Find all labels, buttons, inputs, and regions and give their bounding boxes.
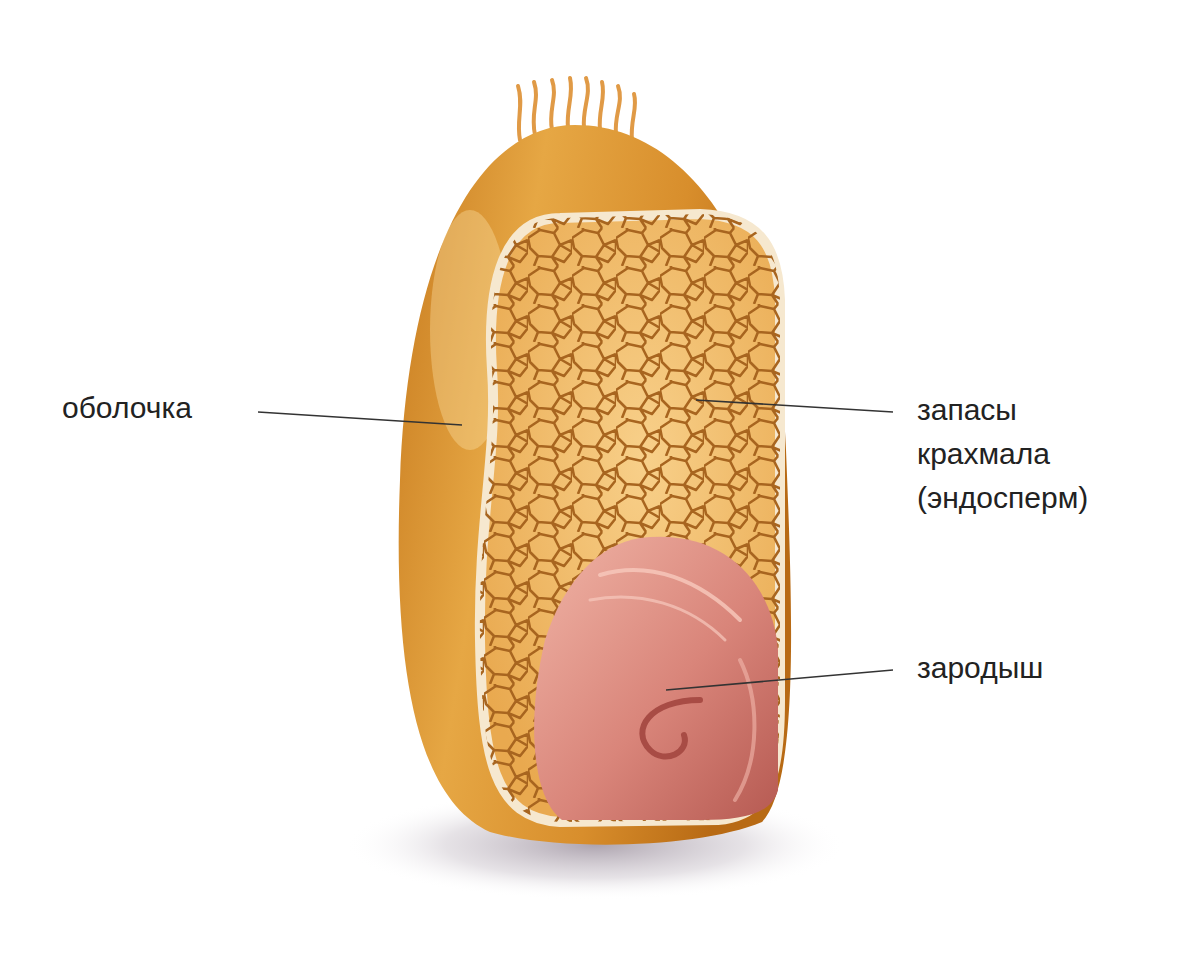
part-label: оболочка — [62, 386, 252, 430]
part-label: запасы крахмала (эндосперм) — [917, 388, 1117, 520]
leader-line — [666, 670, 893, 690]
part-label: зародыш — [917, 646, 1117, 690]
grain-hull — [399, 125, 791, 845]
leader-line — [258, 412, 462, 425]
leader-lines — [258, 400, 893, 690]
leader-line — [696, 400, 893, 412]
embryo — [534, 537, 778, 820]
starch-cells — [470, 200, 790, 830]
